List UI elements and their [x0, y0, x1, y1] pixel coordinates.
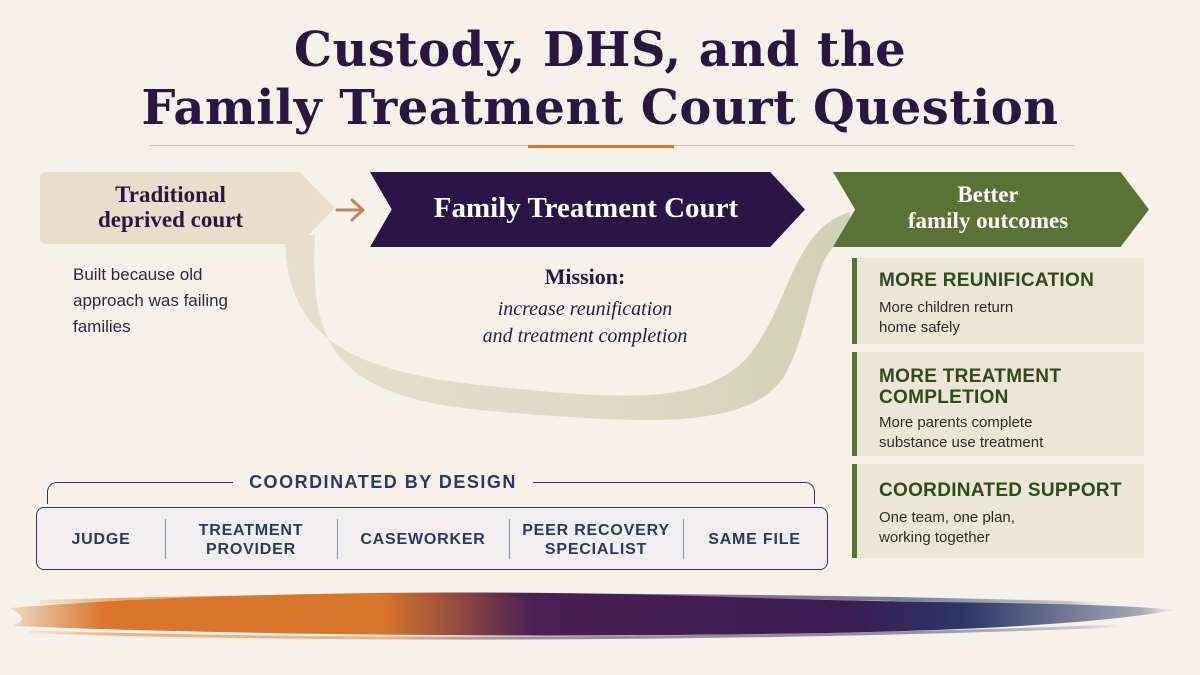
role-same-file: SAME FILE — [683, 508, 826, 571]
role-label-line-1: SAME FILE — [708, 531, 801, 548]
outcome-card-text-line-2: substance use treatment — [879, 434, 1044, 451]
family-treatment-court-box — [370, 172, 805, 247]
outcome-card-title: MORE REUNIFICATION — [879, 270, 1095, 291]
outcome-card-title-line-2: COMPLETION — [879, 387, 1009, 408]
role-label-line-2: PROVIDER — [206, 540, 296, 558]
traditional-court-label-line-1: Traditional — [115, 182, 226, 207]
better-outcomes-box — [833, 172, 1149, 247]
traditional-court-label: Traditional deprived court — [48, 182, 293, 232]
role-label-line-1: TREATMENT — [198, 521, 304, 539]
brush-stroke-main — [10, 592, 1175, 636]
role-caseworker: CASEWORKER — [337, 508, 509, 571]
outcome-card-text-line-2: working together — [879, 529, 990, 546]
outcome-card-text-line-2: home safely — [879, 319, 960, 336]
page-title-line-1: Custody, DHS, and the — [293, 22, 907, 78]
role-label-line-2: SPECIALIST — [544, 540, 648, 558]
role-label-line-1: CASEWORKER — [360, 531, 486, 548]
mission-text-line-2: and treatment completion — [482, 325, 688, 347]
outcome-card-title-line-1: MORE TREATMENT — [879, 366, 1062, 387]
role-treatment-provider: TREATMENT PROVIDER — [165, 508, 337, 571]
better-outcomes-label: Better family outcomes — [858, 182, 1118, 234]
traditional-court-description: Built because old approach was failing f… — [73, 265, 228, 336]
outcome-card-treatment-completion: MORE TREATMENT COMPLETION More parents c… — [852, 352, 1144, 456]
brush-stroke-texture — [29, 624, 1121, 640]
outcome-card-text-line-1: More parents complete — [879, 414, 1033, 431]
coordination-title: COORDINATED BY DESIGN — [249, 472, 517, 492]
role-divider — [337, 519, 338, 559]
traditional-court-label-line-2: deprived court — [97, 207, 243, 232]
mission-text-line-1: increase reunification — [497, 298, 673, 320]
role-judge: JUDGE — [37, 508, 165, 571]
decorative-brush-stroke — [10, 592, 1175, 640]
traditional-court-box — [40, 172, 335, 244]
outcome-card-title: COORDINATED SUPPORT — [879, 480, 1122, 501]
coordination-roles-bar: JUDGE TREATMENT PROVIDER CASEWORKER PEER… — [36, 507, 828, 570]
outcome-card-text-line-1: More children return — [879, 299, 1014, 316]
coordination-title-background — [233, 470, 533, 498]
family-treatment-court-label: Family Treatment Court — [433, 192, 739, 224]
outcome-card-reunification: MORE REUNIFICATION More children return … — [852, 258, 1144, 344]
mission-title: Mission: — [544, 264, 626, 289]
role-label-line-1: PEER RECOVERY — [522, 521, 670, 539]
role-divider — [683, 519, 684, 559]
role-divider — [165, 519, 166, 559]
role-label-line-1: JUDGE — [71, 531, 131, 548]
outcome-card-text-line-1: One team, one plan, — [879, 509, 1015, 526]
outcome-card-coordinated-support: COORDINATED SUPPORT One team, one plan, … — [852, 464, 1144, 558]
better-outcomes-label-line-1: Better — [957, 182, 1019, 207]
mission-text: increase reunification and treatment com… — [420, 296, 750, 350]
brush-stroke-texture — [39, 593, 1101, 606]
role-peer-recovery-specialist: PEER RECOVERY SPECIALIST — [509, 508, 683, 571]
better-outcomes-label-line-2: family outcomes — [907, 208, 1069, 233]
arrow-icon — [335, 198, 365, 222]
title-accent-bar — [528, 145, 674, 148]
page-title-line-2: Family Treatment Court Question — [141, 80, 1059, 136]
role-divider — [509, 519, 510, 559]
